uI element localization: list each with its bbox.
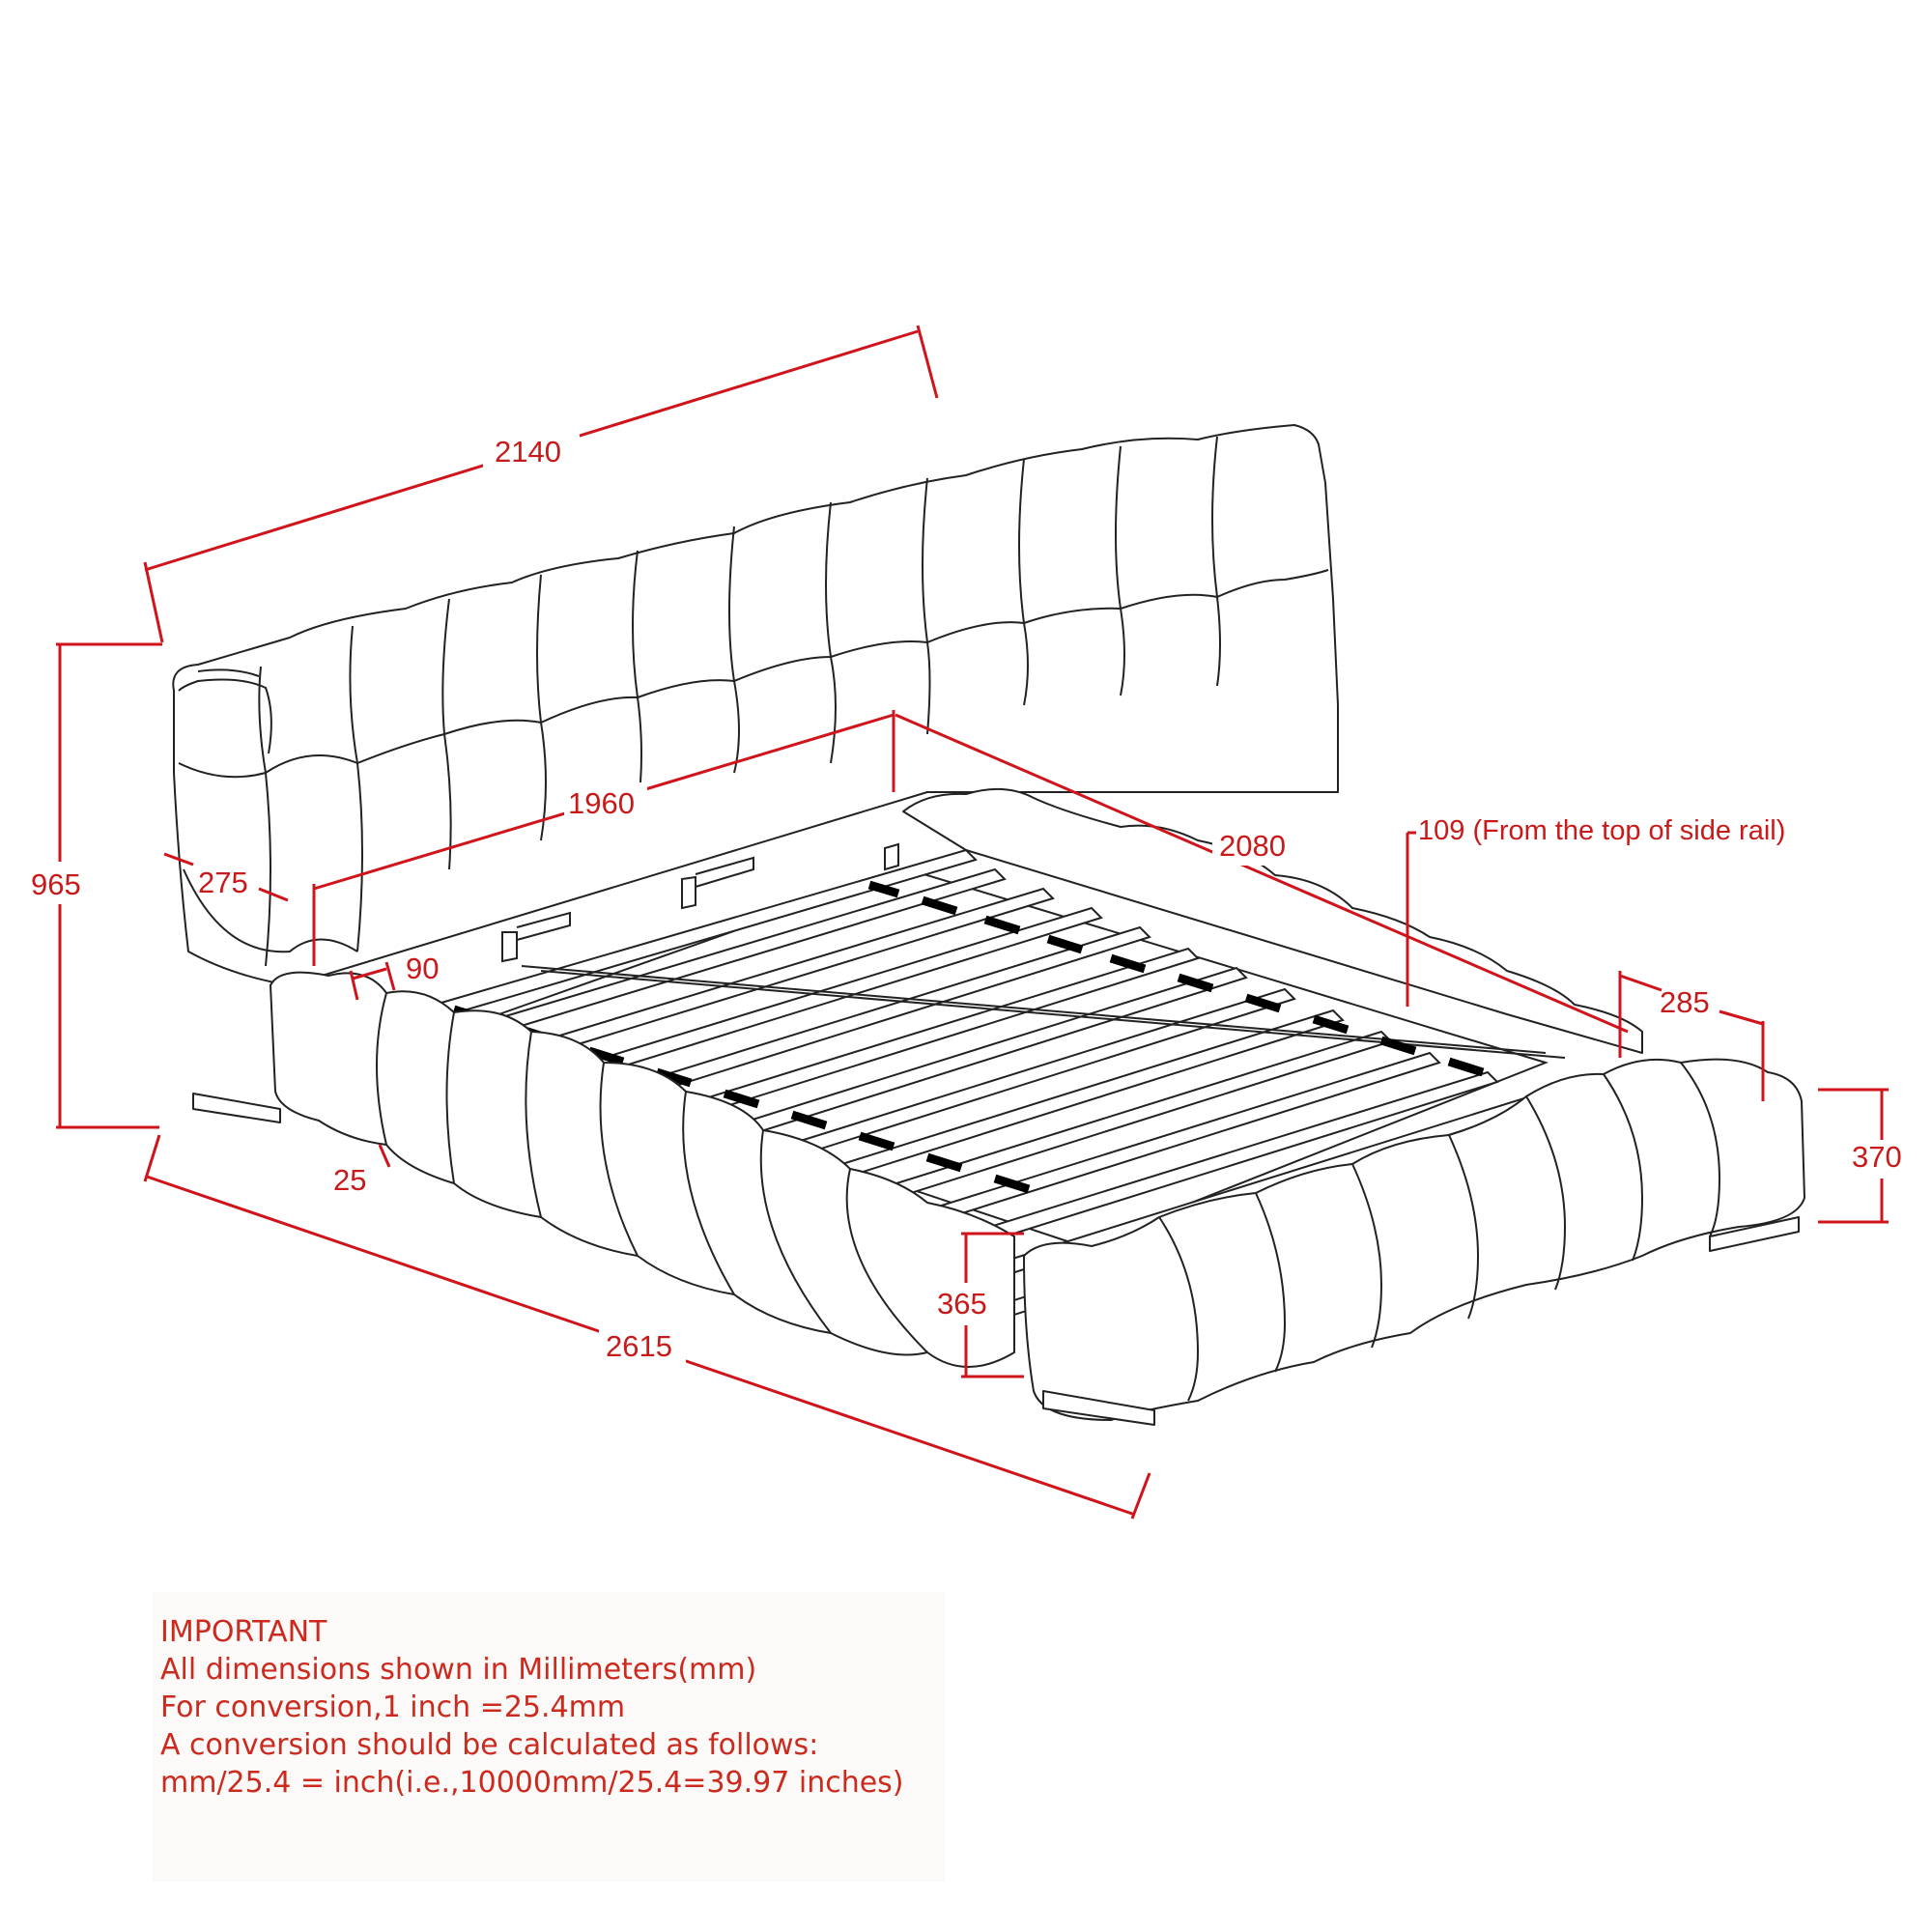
dim-side-rail-inset: 90 — [349, 952, 439, 1001]
leg-right — [1709, 1216, 1800, 1252]
side-rail-left — [270, 971, 1015, 1368]
dim-headboard-width: 2140 — [143, 325, 939, 643]
note-line-units: All dimensions shown in Millimeters(mm) — [160, 1653, 757, 1687]
side-rail-right — [902, 787, 1643, 1054]
headboard-brackets — [501, 842, 899, 963]
dim-inner-width: 1960 — [312, 710, 895, 966]
label-109: 109 (From the top of side rail) — [1418, 815, 1785, 846]
label-365: 365 — [937, 1287, 987, 1321]
dim-rail-offset: 25 — [333, 1144, 391, 1197]
footboard — [1023, 1058, 1805, 1421]
leg-back-left — [192, 1093, 281, 1123]
label-370: 370 — [1852, 1140, 1902, 1174]
leg-front — [1042, 1390, 1155, 1426]
dim-overall-length: 2615 — [143, 1134, 1151, 1520]
dim-footboard-height: 365 — [935, 1232, 1024, 1378]
bed-drawing — [172, 424, 1805, 1426]
dim-inner-length: 2080 — [895, 713, 1629, 1034]
dim-overall-height: 965 — [29, 642, 162, 1129]
label-275: 275 — [198, 866, 248, 899]
note-line-conversion: For conversion,1 inch =25.4mm — [160, 1690, 626, 1724]
label-965: 965 — [31, 867, 81, 901]
footboard-tufts — [1158, 1062, 1721, 1402]
dimension-lines: 2140 965 275 1960 90 — [29, 325, 1914, 1520]
label-25: 25 — [333, 1163, 366, 1197]
label-90: 90 — [406, 952, 439, 985]
important-note: IMPORTANT All dimensions shown in Millim… — [153, 1592, 945, 1882]
label-1960: 1960 — [568, 786, 635, 820]
side-rail-left-tufts — [376, 992, 928, 1353]
dim-headboard-thickness: 275 — [163, 852, 289, 902]
note-heading: IMPORTANT — [160, 1615, 327, 1649]
dim-side-rail-height: 370 — [1818, 1088, 1914, 1224]
label-285: 285 — [1660, 985, 1710, 1019]
note-line-instruction: A conversion should be calculated as fol… — [160, 1728, 819, 1762]
note-line-formula: mm/25.4 = inch(i.e.,10000mm/25.4=39.97 i… — [160, 1766, 904, 1800]
label-2615: 2615 — [606, 1329, 672, 1363]
dim-slat-drop: 109 (From the top of side rail) — [1406, 815, 1785, 1007]
label-2140: 2140 — [495, 435, 561, 469]
dim-side-rail-width: 285 — [1618, 971, 1765, 1101]
headboard-tufts — [178, 436, 1329, 967]
label-2080: 2080 — [1219, 829, 1286, 863]
